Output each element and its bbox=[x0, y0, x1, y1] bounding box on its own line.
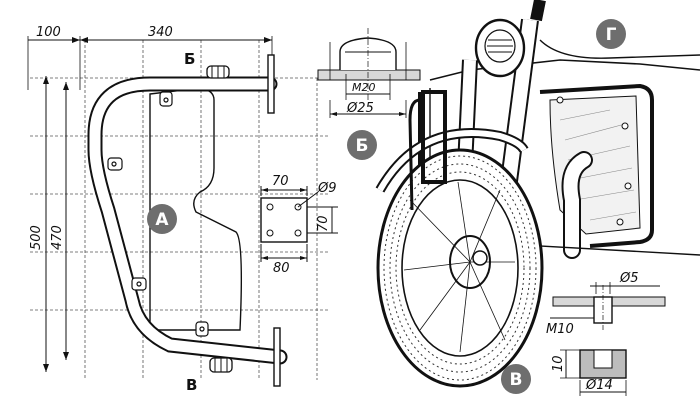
badge-g bbox=[596, 19, 626, 49]
guard-frame-drawing: 100 340 500 470 bbox=[27, 25, 338, 394]
callout-b: Б bbox=[184, 50, 195, 68]
callout-v: В bbox=[186, 376, 197, 394]
dim-phi9: Ø9 bbox=[317, 181, 337, 196]
badge-a: А bbox=[147, 204, 177, 234]
dim-340: 340 bbox=[148, 25, 173, 40]
dim-phi14: Ø14 bbox=[585, 378, 613, 393]
detail-v-nut-section: Ø5 M10 10 Ø14 В bbox=[501, 271, 666, 396]
nut-b: Б bbox=[184, 50, 230, 79]
guard-tube bbox=[87, 76, 288, 365]
detail-b-nut-section: M20 Ø25 Б bbox=[317, 28, 421, 160]
flange-plate-detail: 70 Ø9 70 80 bbox=[260, 174, 338, 276]
nut-v: В bbox=[186, 357, 233, 394]
dim-m10: M10 bbox=[546, 322, 574, 337]
dim-70-top: 70 bbox=[272, 174, 289, 189]
dim-m20: M20 bbox=[352, 81, 376, 94]
mounting-lugs bbox=[107, 91, 209, 337]
side-panel-outline bbox=[149, 87, 243, 331]
svg-text:Г: Г bbox=[606, 25, 617, 45]
motorcycle-sketch: Г bbox=[375, 0, 700, 388]
top-end-plate bbox=[267, 54, 275, 114]
dim-phi5: Ø5 bbox=[619, 271, 639, 286]
dim-phi25: Ø25 bbox=[346, 101, 374, 116]
dim-100: 100 bbox=[36, 25, 61, 40]
badge-b bbox=[347, 130, 377, 160]
dim-500: 500 bbox=[29, 225, 44, 250]
svg-text:А: А bbox=[155, 210, 169, 230]
left-dimension: 500 470 bbox=[29, 76, 69, 372]
dim-80: 80 bbox=[273, 261, 290, 276]
grid-lines bbox=[30, 40, 330, 380]
bottom-end-plate bbox=[273, 327, 281, 387]
dim-470: 470 bbox=[50, 225, 65, 250]
svg-text:В: В bbox=[510, 370, 523, 390]
dim-10: 10 bbox=[551, 355, 566, 372]
svg-text:Б: Б bbox=[356, 136, 369, 156]
dim-70-side: 70 bbox=[316, 215, 331, 232]
badge-v bbox=[501, 364, 531, 394]
